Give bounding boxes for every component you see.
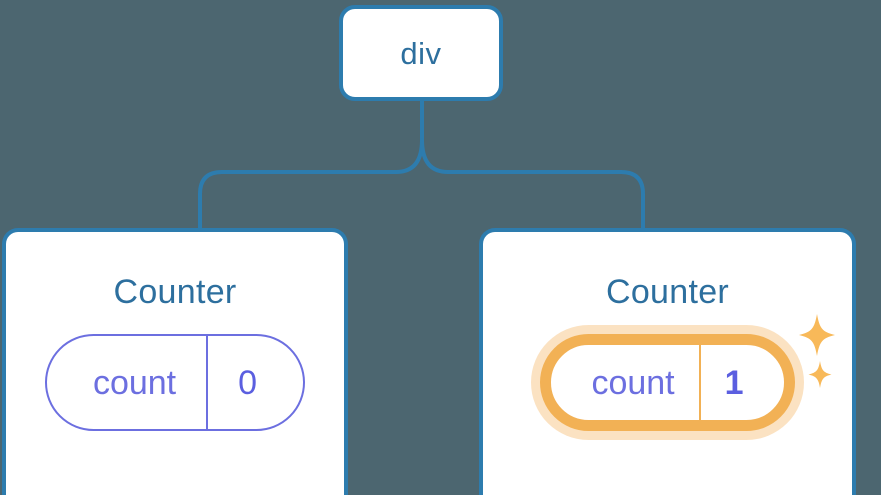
sparkle-large-icon: [798, 314, 835, 356]
connector-branch-left: [198, 138, 424, 230]
state-hook-pill[interactable]: count 0: [44, 334, 306, 431]
hook-value-label: 1: [724, 363, 744, 402]
hook-divider: [698, 345, 701, 420]
node-counter-left[interactable]: Counter count 0: [2, 228, 348, 495]
hook-value-label: 0: [238, 363, 258, 402]
hook-wrap-left: count 0: [44, 334, 306, 431]
hook-wrap-right: count 1: [540, 314, 835, 431]
component-name-label: Counter: [605, 273, 730, 311]
component-name-label: Counter: [113, 273, 237, 311]
sparkle-small-icon: [808, 361, 832, 388]
connector-branch-right: [420, 138, 645, 230]
node-counter-right[interactable]: Counter count 1: [479, 228, 856, 495]
node-div-label: div: [400, 35, 442, 71]
hook-key-label: count: [92, 363, 177, 402]
state-hook-pill-updated[interactable]: count 1: [540, 334, 795, 431]
hook-divider: [206, 336, 209, 429]
node-div[interactable]: div: [339, 5, 503, 101]
hook-key-label: count: [591, 363, 675, 402]
sparkle-group: [798, 314, 835, 388]
